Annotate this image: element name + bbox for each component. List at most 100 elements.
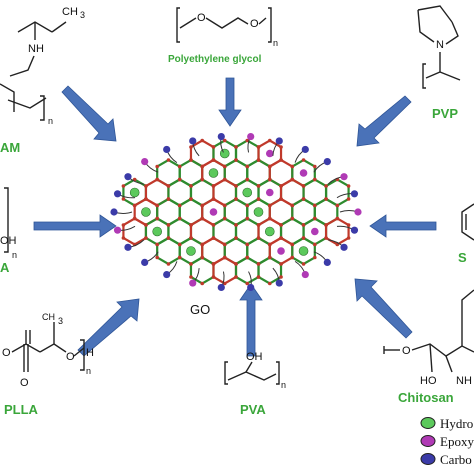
pva-structure: OH n (224, 351, 286, 390)
carbon-atom (234, 275, 238, 279)
carbon-atom (279, 145, 283, 149)
carbon-atom (222, 138, 227, 143)
plla-n: n (86, 366, 91, 376)
carbon-atom (132, 216, 137, 221)
carbon-atom (144, 223, 148, 227)
graphene-oxide-sheet (110, 132, 362, 292)
carbon-atom (279, 223, 283, 227)
carbon-atom (211, 223, 216, 227)
carbon-atom (346, 197, 351, 201)
plla-h: H (86, 347, 94, 359)
carbon-atom (200, 216, 205, 221)
plla-o-carbonyl: O (20, 377, 29, 389)
carbon-atom (222, 216, 227, 221)
carbon-atom (166, 236, 171, 240)
carboxyl-group (323, 258, 331, 266)
hexagon-ring (234, 256, 260, 285)
carbon-atom (256, 145, 261, 149)
epoxy-group (311, 227, 319, 236)
carbon-atom (279, 158, 283, 162)
carbon-atom (301, 158, 306, 162)
hydroxyl-group (242, 187, 253, 198)
hexagon-ring (257, 256, 283, 285)
carboxyl-group (217, 132, 225, 141)
chitosan-ho: HO (420, 375, 437, 387)
pva-n: n (281, 380, 286, 390)
carboxyl-group (354, 208, 362, 216)
legend-label-epoxy: Epoxy (440, 434, 474, 449)
carbon-atom (267, 281, 272, 286)
carbon-atom (234, 145, 238, 149)
carbon-atom (256, 236, 261, 240)
carbon-atom (279, 236, 283, 240)
carbon-atom (155, 255, 159, 260)
carbon-atom (301, 223, 306, 227)
carboxyl-group (217, 283, 225, 292)
arrow-bottom-right (354, 278, 413, 339)
epoxy-group (265, 149, 274, 158)
carbon-atom (200, 177, 205, 182)
carbon-atom (121, 184, 126, 188)
carbon-atom (200, 281, 205, 286)
carboxyl-group (141, 158, 149, 166)
carboxyl-group (141, 258, 149, 266)
hexagon-ring (189, 256, 215, 285)
carbon-atom (222, 203, 227, 208)
hydroxyl-group (129, 187, 140, 198)
carboxyl-group (110, 208, 118, 216)
carbon-atom (177, 203, 182, 208)
carbon-atom (324, 197, 328, 201)
carbon-atom (222, 242, 227, 247)
arrows (33, 77, 437, 357)
carbon-atom (211, 197, 216, 201)
carbon-atom (256, 275, 261, 279)
arrow-bottom (239, 283, 263, 357)
carboxyl-group (113, 190, 122, 198)
carbon-atom (155, 164, 159, 169)
hexagon-ring (212, 256, 238, 285)
chitosan-structure: O HO NH (383, 289, 474, 387)
legend: Hydro Epoxy Carbo (420, 416, 474, 467)
carboxyl-group (189, 137, 197, 145)
carbon-atom (313, 216, 317, 221)
peg-structure: O O n (176, 7, 278, 48)
carboxyl-group (301, 145, 309, 154)
epoxy-group (299, 169, 308, 177)
carbon-atom (256, 158, 261, 162)
pvp-structure: N (417, 5, 461, 89)
carbon-atom (189, 223, 193, 227)
carbon-atom (166, 158, 171, 162)
carbon-atom (256, 262, 261, 266)
carbon-atom (267, 216, 272, 221)
carbon-atom (189, 158, 193, 162)
carbon-atom (245, 164, 250, 169)
hydroxyl-group (264, 226, 275, 237)
carbon-atom (189, 184, 193, 188)
carbon-atom (313, 242, 317, 247)
arrow-top-left (61, 85, 117, 142)
legend-swatch-epoxy (420, 435, 436, 447)
carbon-atom (267, 203, 272, 208)
carboxyl-group (124, 243, 132, 251)
carboxyl-group (189, 279, 197, 287)
carbon-atom (234, 184, 238, 188)
carboxyl-group (350, 226, 359, 234)
carbon-atom (222, 164, 227, 169)
carbon-atom (166, 262, 171, 266)
carbon-atom (313, 203, 317, 208)
carbon-atom (211, 236, 216, 240)
hydroxyl-group (298, 246, 309, 256)
carbon-atom (301, 236, 306, 240)
carbon-atom (144, 236, 148, 240)
carbon-atom (200, 242, 205, 247)
carbon-atom (200, 138, 205, 143)
carbon-atom (132, 177, 137, 182)
carbon-atom (346, 236, 351, 240)
pam-ch3: CH (62, 6, 78, 18)
carbon-atom (267, 255, 272, 260)
carbon-atom (335, 242, 340, 247)
carbon-atom (313, 255, 317, 260)
peg-label: Polyethylene glycol (168, 54, 262, 65)
chitosan-label: Chitosan (398, 390, 454, 405)
go-label: GO (190, 302, 210, 317)
